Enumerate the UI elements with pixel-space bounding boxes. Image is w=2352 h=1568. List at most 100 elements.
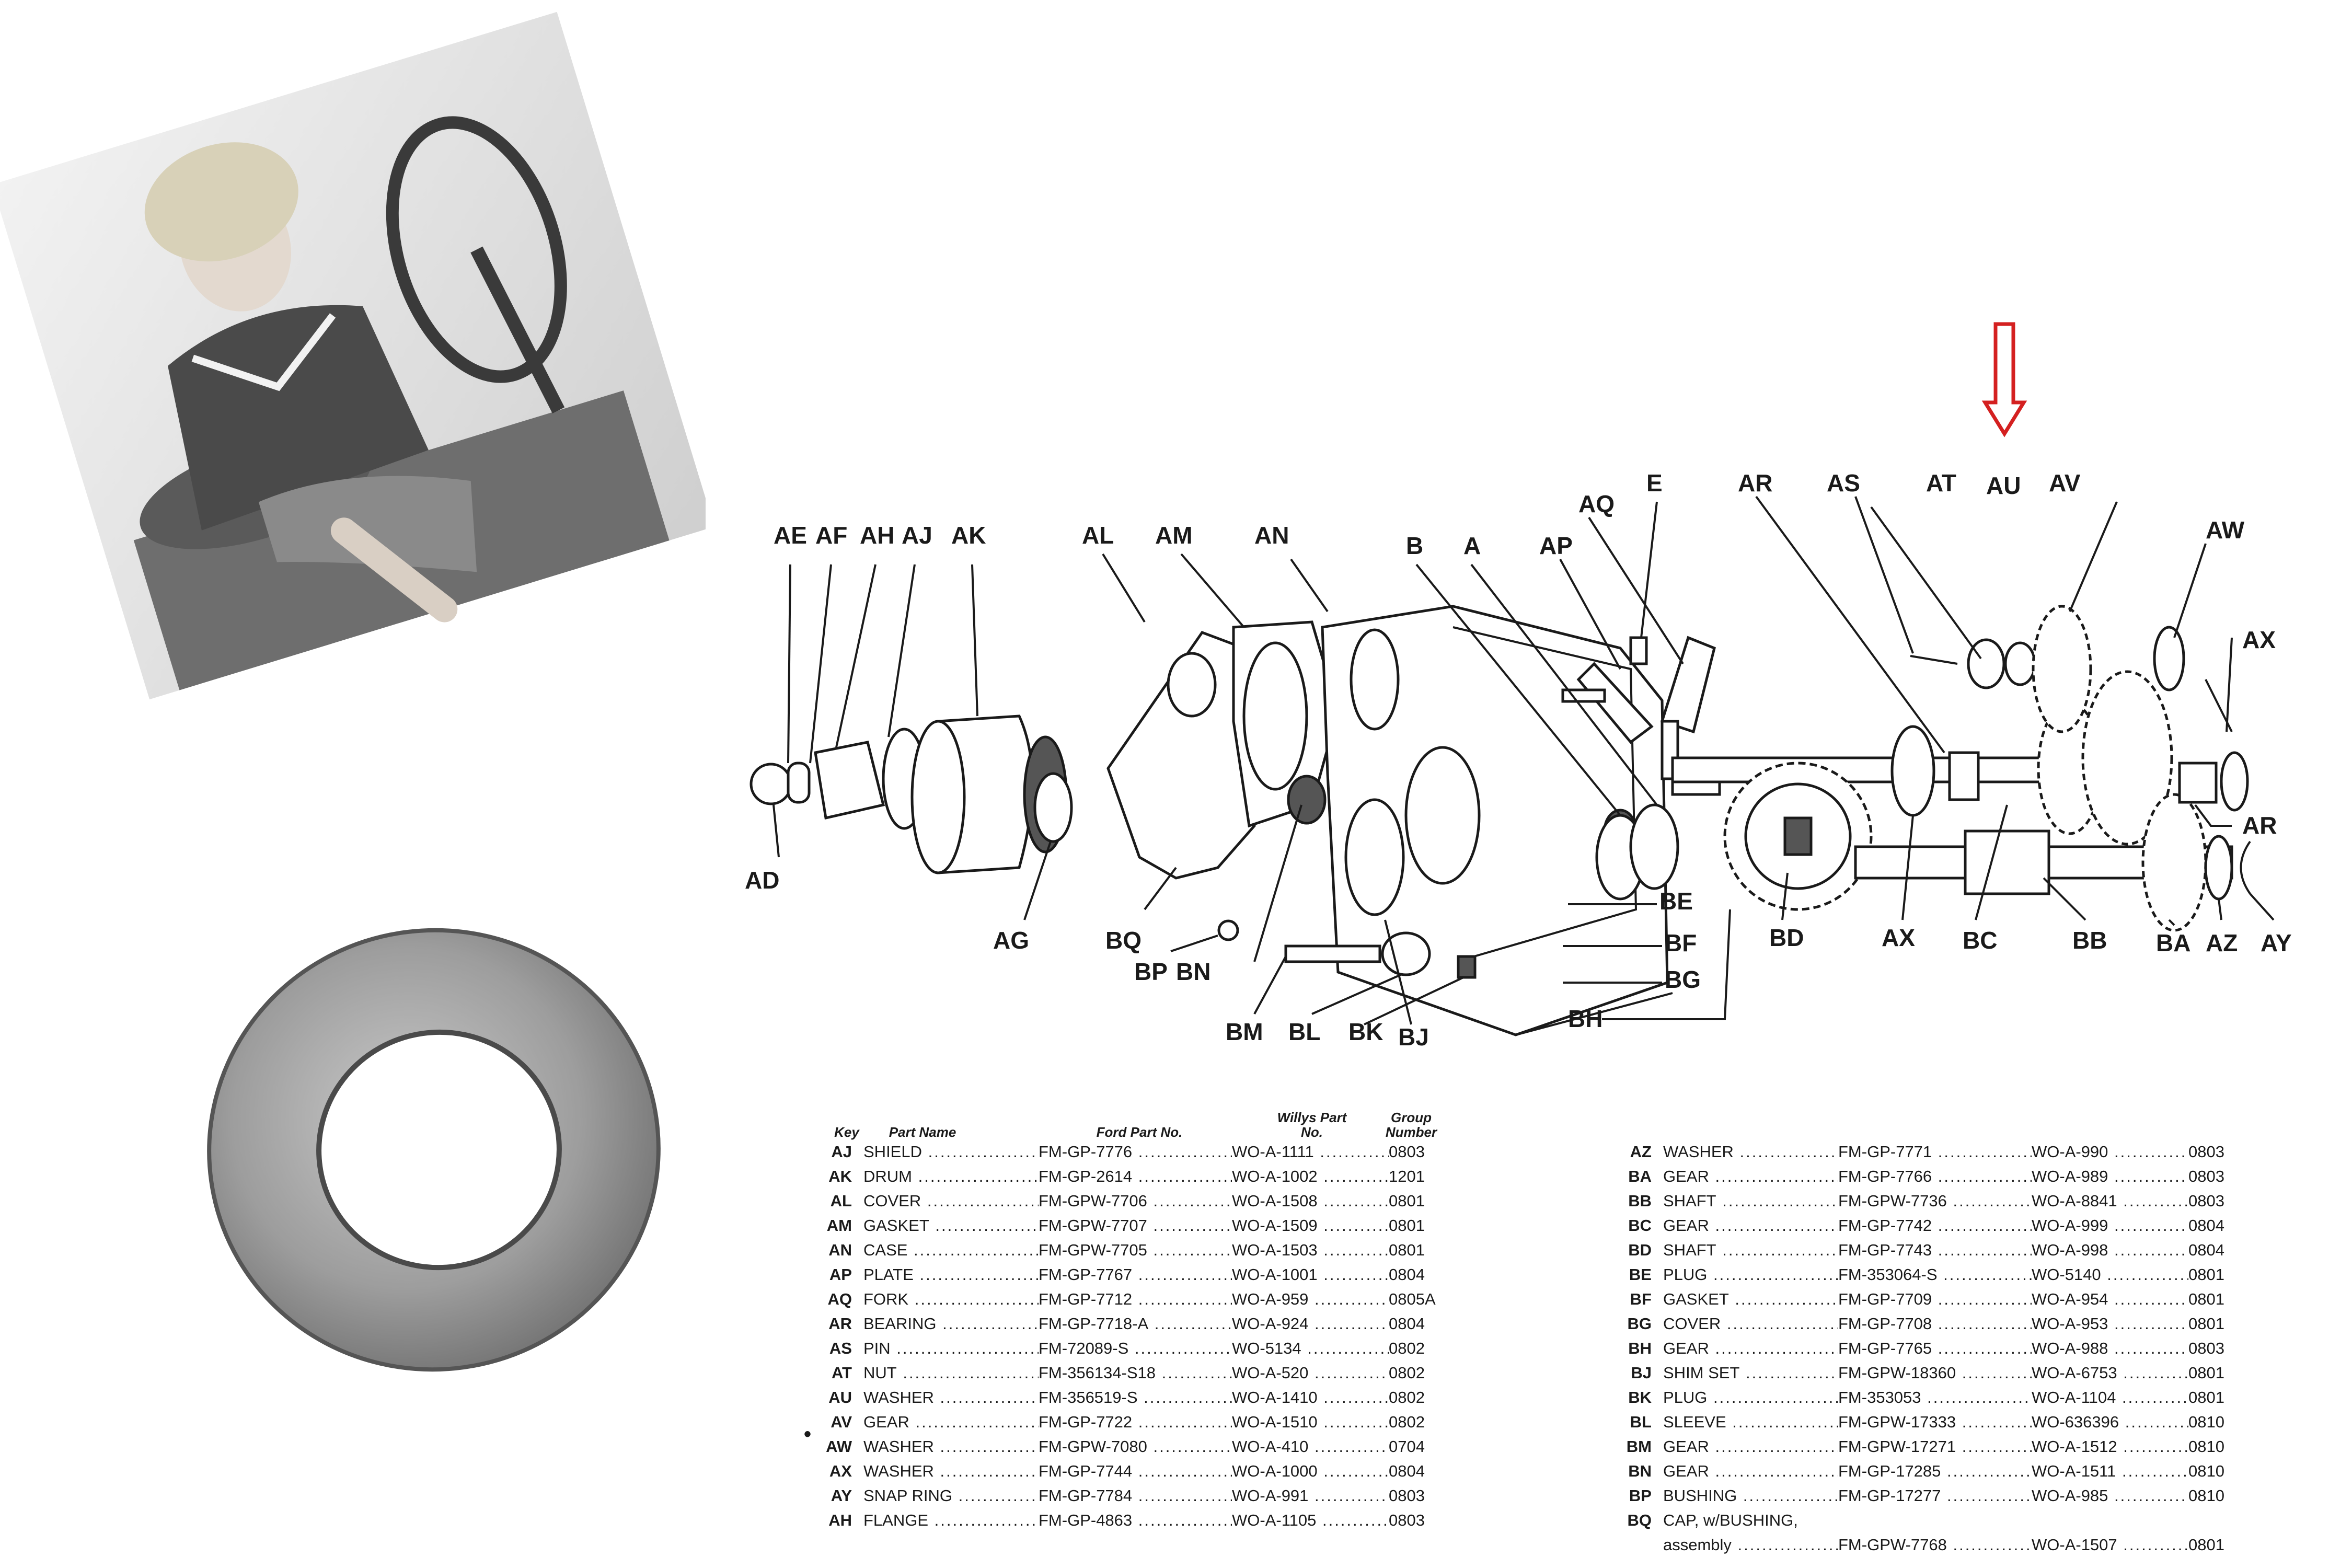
row-marker-bullet: •: [804, 1423, 812, 1446]
header-ford-part-no: Ford Part No.: [1096, 1124, 1183, 1140]
cell-key: AS: [829, 1339, 852, 1357]
table-row: ARBEARINGFM-GP-7718-AWO-A-9240804: [815, 1311, 1458, 1336]
callout-ak: AK: [951, 522, 986, 549]
cell-key: BJ: [1631, 1363, 1652, 1382]
callout-be: BE: [1659, 887, 1693, 915]
cell-group-number: 0803: [2188, 1142, 2224, 1161]
cell-group-number: 0802: [1389, 1388, 1425, 1406]
cell-ford-part-no: FM-GP-7722: [1039, 1413, 1232, 1432]
callout-an: AN: [1254, 522, 1289, 549]
cell-part-name: CASE: [863, 1241, 1039, 1260]
callout-ad: AD: [745, 867, 779, 894]
cell-willys-part-no: WO-A-410: [1232, 1437, 1389, 1456]
cell-key: AH: [828, 1511, 852, 1529]
table-row: BPBUSHINGFM-GP-17277WO-A-9850810: [1615, 1483, 2295, 1508]
cell-willys-part-no: WO-A-989: [2032, 1167, 2188, 1186]
cell-willys-part-no: WO-A-998: [2032, 1241, 2188, 1260]
table-row: BKPLUGFM-353053WO-A-11040801: [1615, 1385, 2295, 1410]
cell-willys-part-no: WO-636396: [2032, 1413, 2188, 1432]
part-bushing-bp: [1217, 919, 1239, 941]
cell-ford-part-no: FM-GP-4863: [1039, 1511, 1232, 1530]
table-row: AUWASHERFM-356519-SWO-A-14100802: [815, 1385, 1458, 1410]
cell-group-number: 0801: [2188, 1388, 2224, 1406]
cell-key: BH: [1628, 1339, 1652, 1357]
cell-part-name: COVER: [863, 1192, 1039, 1210]
callout-a: A: [1463, 532, 1481, 559]
table-row: APPLATEFM-GP-7767WO-A-10010804: [815, 1262, 1458, 1287]
cell-willys-part-no: WO-A-1510: [1232, 1413, 1389, 1432]
cell-key: AT: [831, 1363, 852, 1382]
callout-at: AT: [1926, 469, 1956, 497]
table-row: BFGASKETFM-GP-7709WO-A-9540801: [1615, 1287, 2295, 1311]
cell-key: BC: [1628, 1216, 1652, 1235]
cell-group-number: 1201: [1389, 1167, 1425, 1185]
table-row: BGCOVERFM-GP-7708WO-A-9530801: [1615, 1311, 2295, 1336]
part-flange-ah: [814, 741, 885, 820]
table-row: BBSHAFTFM-GPW-7736WO-A-88410803: [1615, 1189, 2295, 1213]
cell-group-number: 0804: [1389, 1314, 1425, 1333]
table-row: AJSHIELDFM-GP-7776WO-A-11110803: [815, 1139, 1458, 1164]
cell-ford-part-no: FM-GPW-7736: [1838, 1192, 2032, 1210]
cell-willys-part-no: WO-A-991: [1232, 1486, 1389, 1505]
cell-part-name: PIN: [863, 1339, 1039, 1358]
cell-part-name: BUSHING: [1663, 1486, 1838, 1505]
table-row: BAGEARFM-GP-7766WO-A-9890803: [1615, 1164, 2295, 1189]
table-row: AXWASHERFM-GP-7744WO-A-10000804: [815, 1459, 1458, 1483]
callout-ax-bottom: AX: [1882, 924, 1915, 951]
table-row: BCGEARFM-GP-7742WO-A-9990804: [1615, 1213, 2295, 1238]
part-gear-av: [2032, 605, 2092, 733]
cell-key: AK: [828, 1167, 852, 1185]
cell-part-name: GEAR: [1663, 1437, 1838, 1456]
cell-ford-part-no: FM-GPW-7768: [1838, 1536, 2032, 1554]
cell-part-name: NUT: [863, 1364, 1039, 1382]
cell-willys-part-no: WO-A-990: [2032, 1143, 2188, 1161]
cell-willys-part-no: WO-5134: [1232, 1339, 1389, 1358]
cell-part-name: WASHER: [863, 1462, 1039, 1481]
exploded-parts-diagram: AE AF AH AJ AK AL AM AN B A AQ AP E AR A…: [745, 322, 2292, 1051]
cell-part-name: SHAFT: [1663, 1192, 1838, 1210]
part-fork-aq: [1660, 636, 1716, 734]
parts-table-left: Key Part Name Ford Part No. Willys Part …: [815, 1092, 1458, 1532]
cell-ford-part-no: FM-GP-7709: [1838, 1290, 2032, 1309]
cell-willys-part-no: WO-A-1104: [2032, 1388, 2188, 1407]
table-row: ATNUTFM-356134-S18WO-A-5200802: [815, 1361, 1458, 1385]
callout-ah: AH: [860, 522, 894, 549]
cell-key: BN: [1628, 1461, 1652, 1480]
cell-group-number: 0803: [2188, 1191, 2224, 1210]
cell-ford-part-no: FM-GP-17277: [1838, 1486, 2032, 1505]
callout-ay: AY: [2261, 929, 2292, 956]
cell-key: BP: [1629, 1486, 1652, 1505]
cell-willys-part-no: WO-A-1508: [1232, 1192, 1389, 1210]
part-washer-az: [2204, 835, 2233, 901]
part-e: [1629, 636, 1648, 665]
cell-part-name: BEARING: [863, 1315, 1039, 1333]
cell-part-name: PLATE: [863, 1265, 1039, 1284]
cell-part-name: WASHER: [863, 1437, 1039, 1456]
cell-willys-part-no: WO-A-1509: [1232, 1216, 1389, 1235]
cell-ford-part-no: FM-GP-7766: [1838, 1167, 2032, 1186]
cell-ford-part-no: FM-356134-S18: [1039, 1364, 1232, 1382]
cell-ford-part-no: FM-GPW-7705: [1039, 1241, 1232, 1260]
part-gear-ba: [2141, 793, 2207, 932]
callout-bh: BH: [1568, 1005, 1602, 1032]
cell-key: AM: [826, 1216, 852, 1235]
table-row: BDSHAFTFM-GP-7743WO-A-9980804: [1615, 1238, 2295, 1262]
cell-group-number: 0803: [2188, 1339, 2224, 1357]
cell-ford-part-no: FM-GP-7744: [1039, 1462, 1232, 1481]
cell-key: BM: [1626, 1437, 1652, 1456]
cell-ford-part-no: FM-GPW-17333: [1838, 1413, 2032, 1432]
cell-part-name: SLEEVE: [1663, 1413, 1838, 1432]
cell-key: AU: [828, 1388, 852, 1406]
cell-key: AW: [826, 1437, 852, 1456]
header-willys-part-no: Willys Part No.: [1277, 1110, 1347, 1140]
cell-group-number: 0801: [2188, 1535, 2224, 1554]
callout-az: AZ: [2206, 929, 2238, 956]
cell-key: BK: [1628, 1388, 1652, 1406]
table-header: Key Part Name Ford Part No. Willys Part …: [815, 1092, 1458, 1139]
cell-key: AY: [831, 1486, 852, 1505]
cell-part-name: GEAR: [1663, 1462, 1838, 1481]
part-bearing-ag: [1033, 772, 1073, 843]
part-gear-bm: [1284, 944, 1381, 963]
cell-part-name: SHIM SET: [1663, 1364, 1838, 1382]
